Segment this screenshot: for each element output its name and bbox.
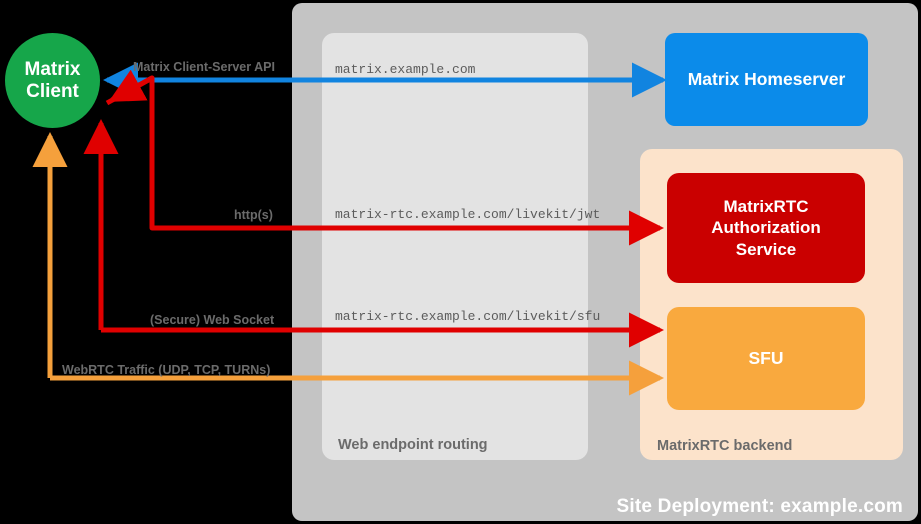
auth-service-label-line3: Service	[735, 239, 797, 259]
sfu-label: SFU	[748, 348, 784, 368]
node-matrixrtc-authorization-service[interactable]: MatrixRTC Authorization Service	[667, 173, 865, 283]
auth-service-label-line1: MatrixRTC	[723, 197, 809, 217]
auth-service-label-line2: Authorization	[711, 218, 821, 238]
web-endpoint-routing-label: Web endpoint routing	[338, 437, 488, 453]
connector-webrtc	[32, 131, 665, 396]
matrix-client-label-line2: Client	[26, 80, 79, 102]
node-matrix-client[interactable]: Matrix Client	[5, 33, 100, 128]
connector-https	[105, 69, 665, 246]
node-sfu[interactable]: SFU	[667, 307, 865, 410]
connector-websocket	[83, 118, 665, 348]
web-endpoint-routing-container	[322, 33, 588, 460]
flow-label-webrtc: WebRTC Traffic (UDP, TCP, TURNs)	[62, 363, 271, 377]
flow-label-https: http(s)	[234, 208, 273, 222]
node-matrix-homeserver[interactable]: Matrix Homeserver	[665, 33, 868, 126]
flow-label-websocket: (Secure) Web Socket	[150, 313, 275, 327]
endpoint-url-sfu: matrix-rtc.example.com/livekit/sfu	[335, 309, 601, 324]
matrixrtc-backend-label: MatrixRTC backend	[657, 438, 793, 454]
site-deployment-label: Site Deployment: example.com	[616, 496, 903, 517]
matrix-client-label-line1: Matrix	[24, 58, 81, 80]
endpoint-url-matrix: matrix.example.com	[335, 62, 476, 77]
flow-label-client-server-api: Matrix Client-Server API	[133, 60, 275, 74]
endpoint-url-jwt: matrix-rtc.example.com/livekit/jwt	[335, 207, 601, 222]
matrix-homeserver-label: Matrix Homeserver	[687, 69, 846, 89]
